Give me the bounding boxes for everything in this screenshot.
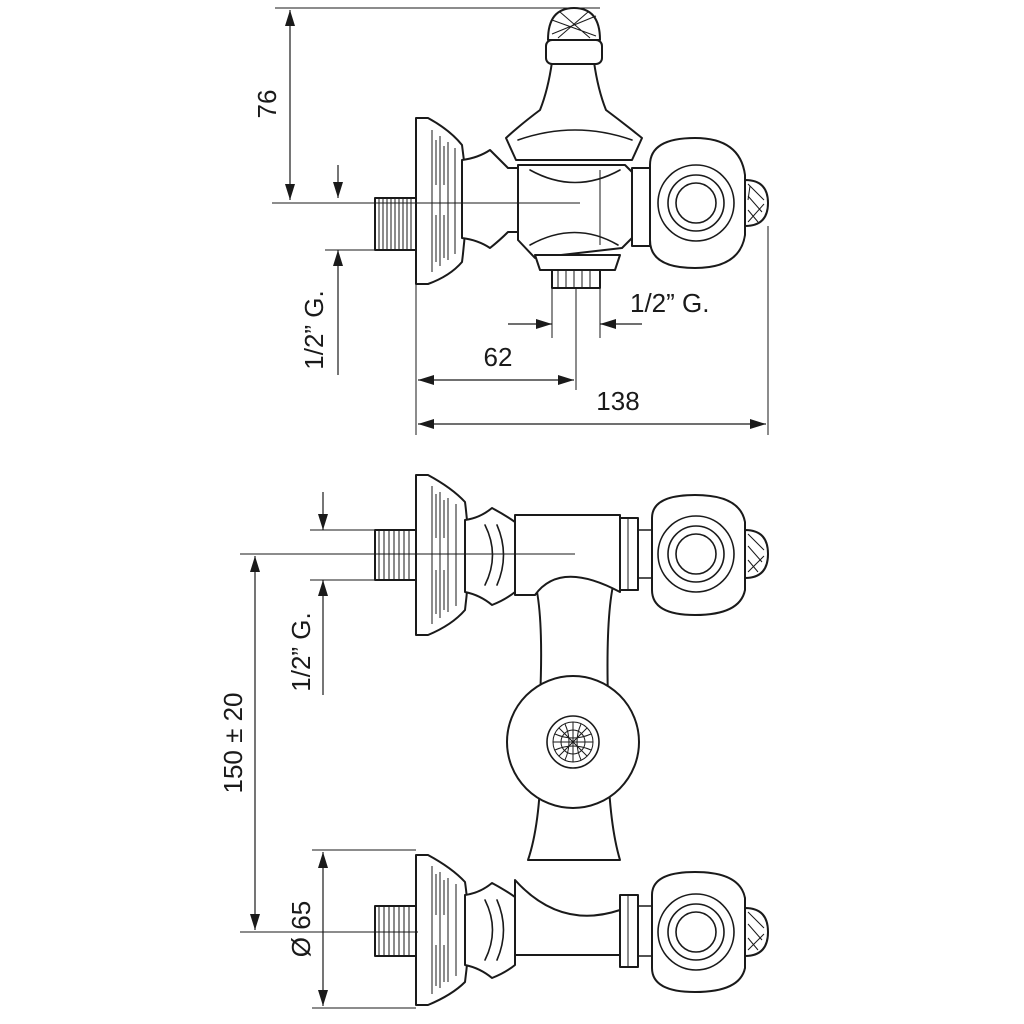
upper-arm <box>514 514 621 596</box>
dim-depth-label: 138 <box>596 386 639 416</box>
lower-neck <box>464 882 516 979</box>
upper-neck <box>464 507 516 606</box>
valve-body-side <box>517 164 633 271</box>
lower-flange <box>415 854 470 1006</box>
threaded-inlet-side <box>374 197 417 251</box>
dim-thread-front-label: 1/2” G. <box>286 612 316 691</box>
dim-thread-side-label: 1/2” G. <box>299 290 329 369</box>
dim-depth: 138 <box>418 226 769 435</box>
upper-inlet <box>374 529 417 581</box>
lower-inlet <box>374 905 417 957</box>
dim-thread-front: 1/2” G. <box>286 492 375 695</box>
dim-centres: 150 ± 20 <box>218 556 260 930</box>
lower-arm <box>514 879 621 956</box>
bottom-outlet-side <box>551 269 601 289</box>
dim-flange-diameter-label: Ø 65 <box>286 901 316 957</box>
wall-flange-side <box>415 117 467 285</box>
lower-handle <box>619 871 769 993</box>
front-view: 1/2” G. 150 ± 20 Ø 65 <box>218 474 769 1009</box>
dim-thread-outlet: 1/2” G. <box>508 288 709 338</box>
dim-offset-label: 62 <box>484 342 513 372</box>
upper-flange <box>415 474 470 636</box>
dim-height: 76 <box>252 7 600 200</box>
top-cap-side <box>505 7 643 161</box>
neck-side <box>461 149 519 249</box>
side-view: 76 1/2” G. 1/2” G. 62 <box>252 7 769 435</box>
dim-offset: 62 <box>415 284 577 435</box>
dim-height-label: 76 <box>252 90 282 119</box>
dim-flange-diameter: Ø 65 <box>286 849 416 1009</box>
upper-handle <box>619 494 769 616</box>
dim-thread-outlet-label: 1/2” G. <box>630 288 709 318</box>
side-handle <box>631 137 769 269</box>
dim-thread-side: 1/2” G. <box>299 165 416 375</box>
diverter-disc <box>506 675 640 809</box>
dim-centres-label: 150 ± 20 <box>218 692 248 793</box>
